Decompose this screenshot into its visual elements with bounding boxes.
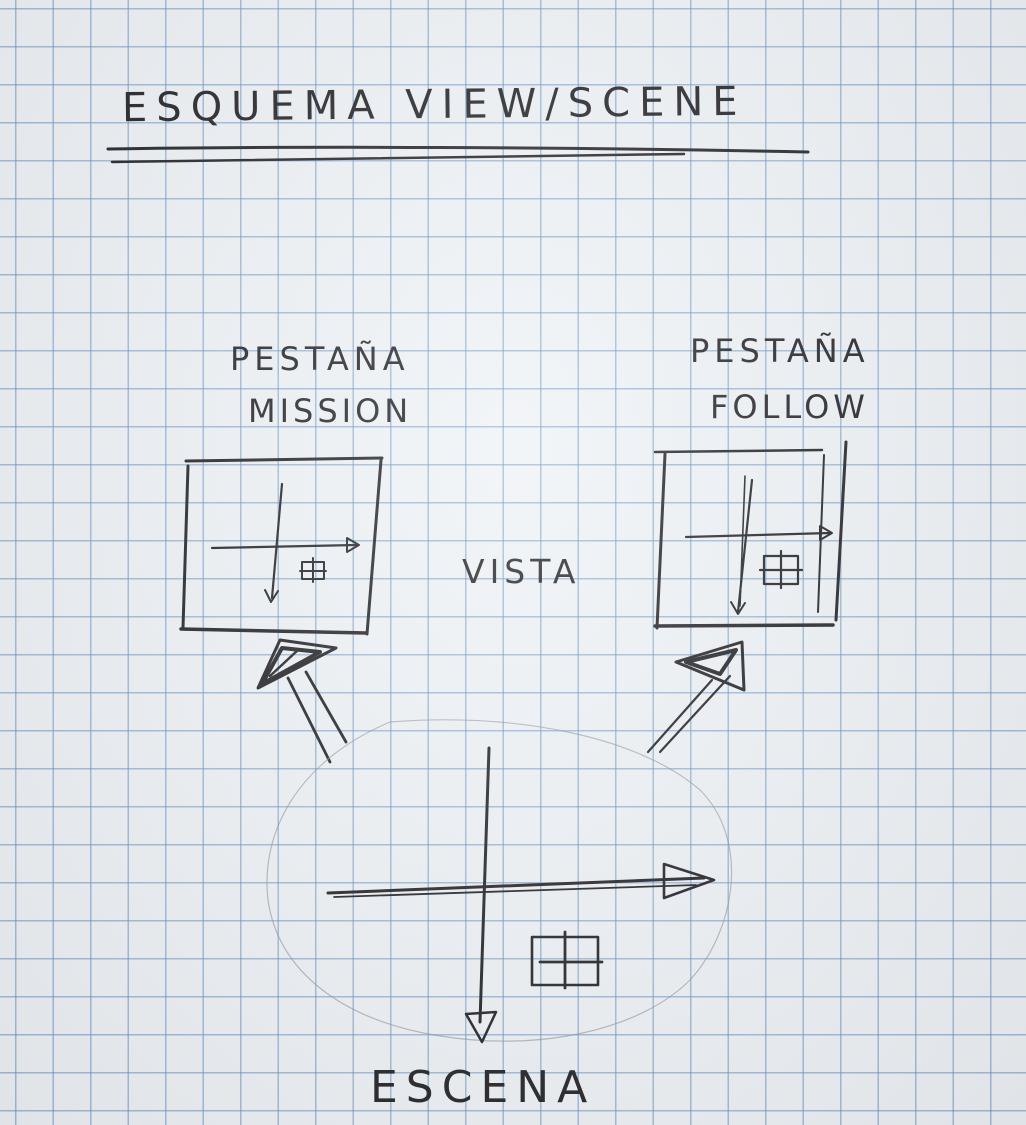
follow-view-box [653, 440, 848, 630]
follow-tab-label-line1: PESTAÑA [690, 332, 870, 370]
mission-tab-label-line1: PESTAÑA [230, 340, 410, 378]
mission-object-icon [299, 557, 327, 583]
follow-view-axes [684, 475, 833, 615]
arrow-scene-to-mission [256, 638, 348, 764]
scene-axes [326, 746, 716, 1044]
follow-object-icon [758, 549, 804, 590]
arrow-scene-to-follow [646, 640, 746, 754]
scene-label: ESCENA [370, 1062, 596, 1113]
mission-view-axes [210, 482, 360, 603]
diagram-title: ESQUEMA VIEW/SCENE [121, 78, 747, 132]
view-center-label: VISTA [462, 552, 581, 591]
mission-tab-label-line2: MISSION [248, 392, 413, 430]
title-underline [106, 145, 810, 164]
mission-view-box [179, 456, 384, 636]
scene-boundary [266, 719, 733, 1042]
follow-tab-label-line2: FOLLOW [710, 388, 869, 426]
scene-object-icon [530, 930, 604, 990]
